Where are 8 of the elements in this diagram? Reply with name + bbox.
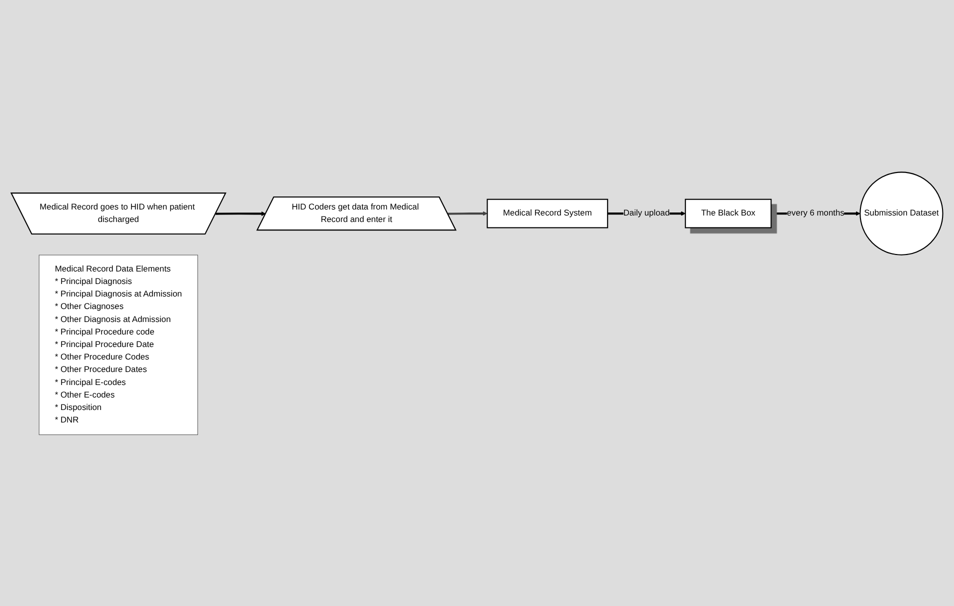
arrow — [448, 210, 488, 216]
node-box: The Black Box — [684, 198, 772, 228]
node-circle: Submission Dataset — [860, 171, 944, 255]
edge-label: Daily upload — [623, 208, 670, 218]
node-box: Medical Record Data Elements * Principal Diagnosis * Principal Diagnosis at Admission * Other Ciagnoses * Other Diagnosis at Admission * Principal Procedure code * Principal Procedure Date * Other Procedure Codes * Other Procedure Dates * Principal E-codes * Other E-codes * Disposition * DNR — [38, 254, 198, 435]
node-box: Medical Record System — [486, 198, 608, 228]
edge-label: every 6 months — [786, 208, 844, 218]
arrow — [216, 210, 266, 216]
